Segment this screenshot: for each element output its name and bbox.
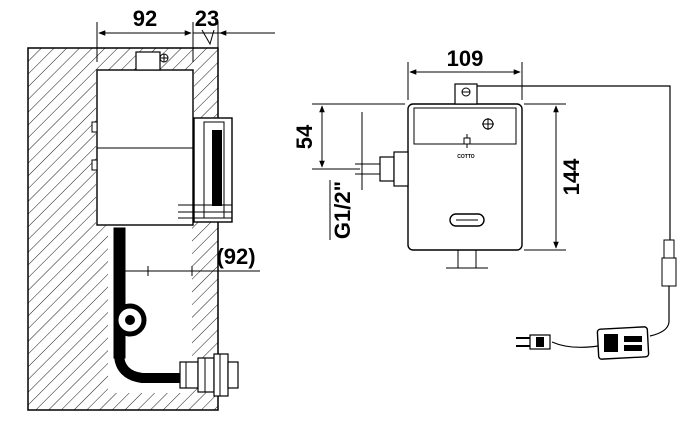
plug-icon: [516, 334, 551, 350]
brand-mark: COTTO: [457, 154, 475, 160]
dim-inlet-offset: 54: [292, 124, 317, 149]
power-cable: [477, 85, 671, 240]
drain-pipe: [113, 227, 126, 359]
power-adapter-icon: [596, 326, 650, 360]
thread-size-label: G1/2": [330, 181, 355, 239]
dim-panel-thickness: 23: [195, 6, 219, 31]
dim-front-height: 144: [559, 158, 584, 195]
front-view: COTTO 109 54 144 G1/2": [292, 46, 677, 360]
outlet-fitting: [179, 353, 239, 397]
dim-side-width: 92: [133, 6, 157, 31]
dim-depth-reference: (92): [216, 244, 255, 269]
side-view: 92 23 (92): [27, 6, 275, 411]
inlet-fitting: [355, 112, 409, 190]
dim-front-width: 109: [447, 46, 484, 71]
